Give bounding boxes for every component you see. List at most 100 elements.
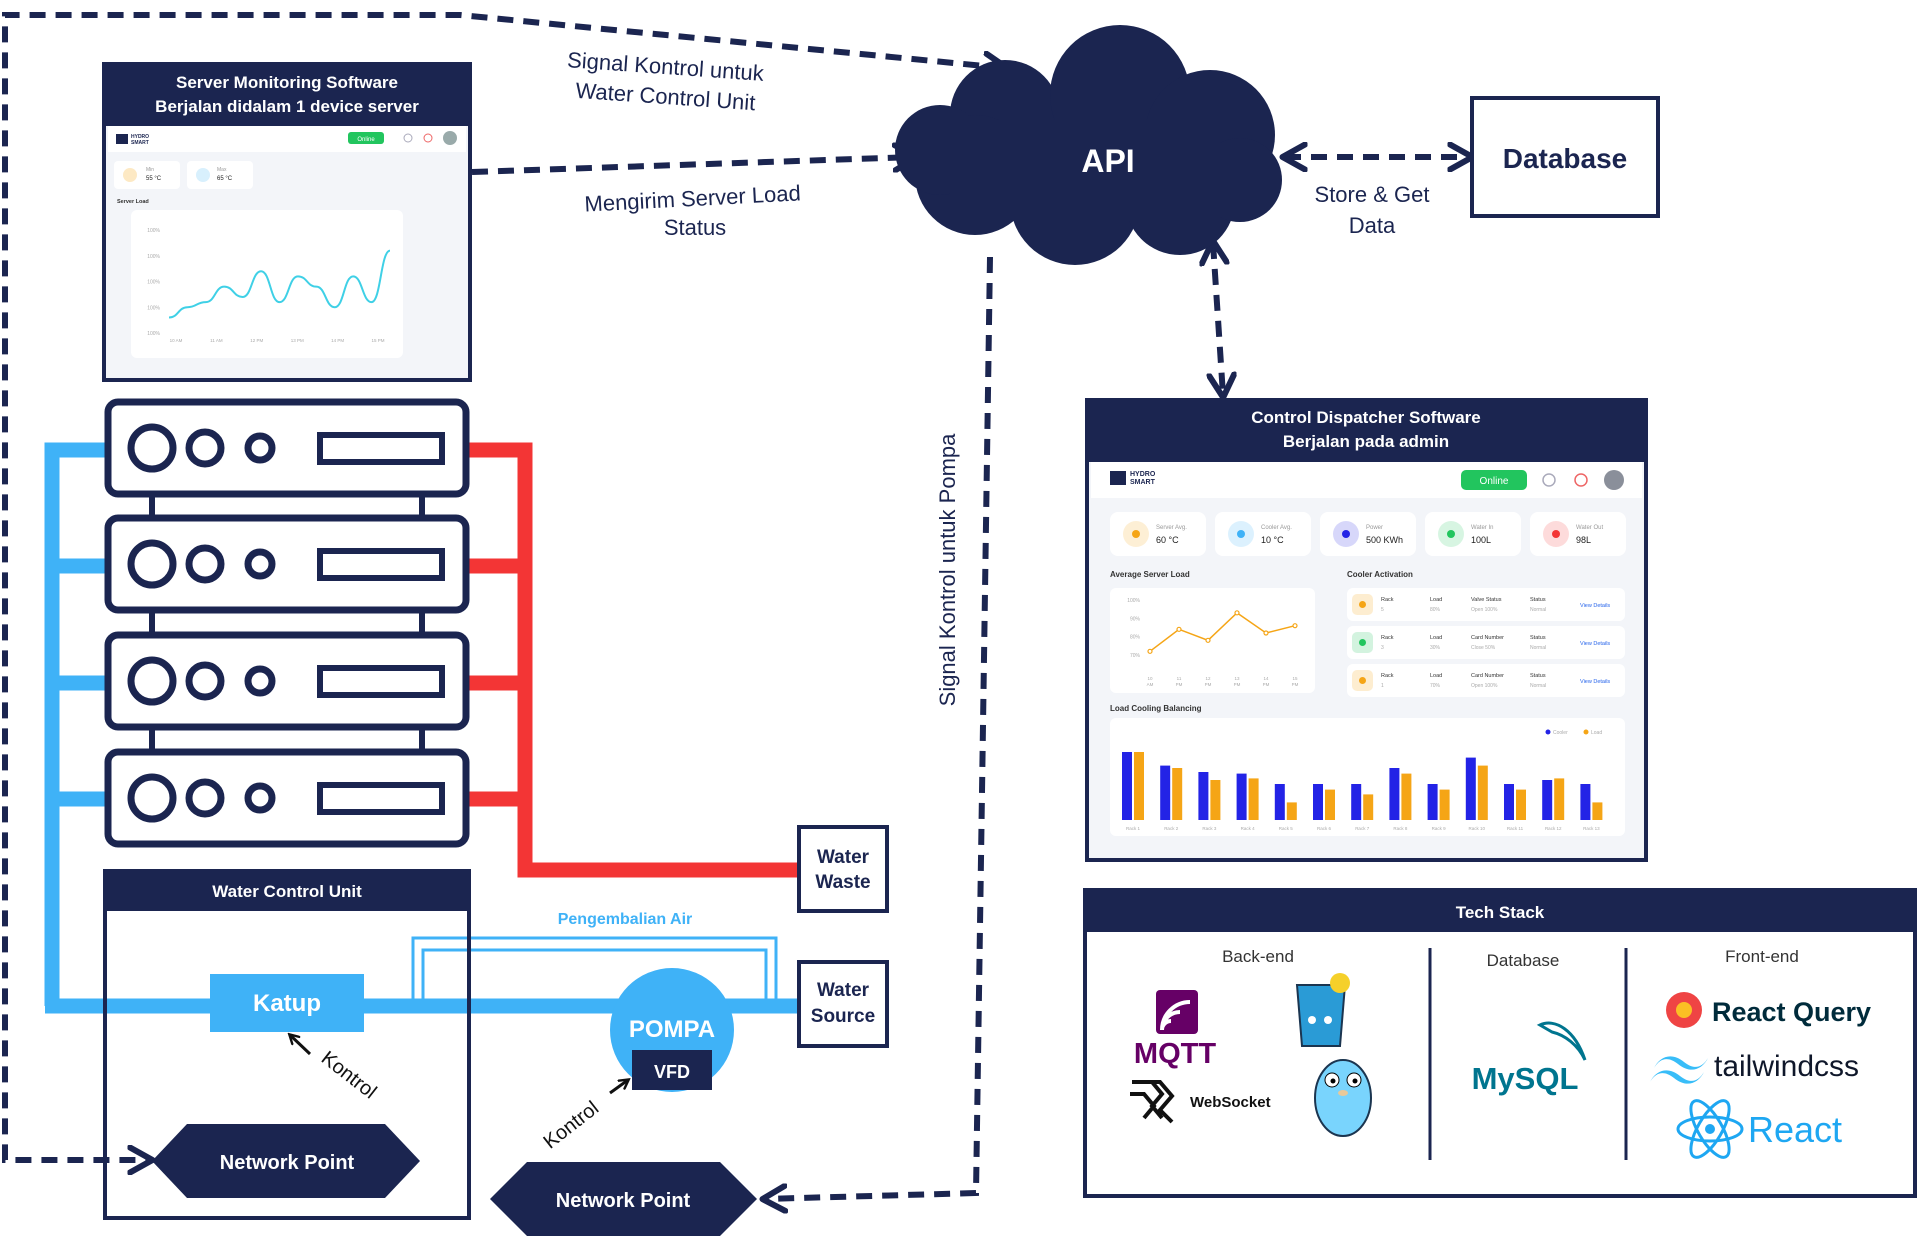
bar-load <box>1554 778 1565 820</box>
svg-text:Status: Status <box>1530 597 1546 603</box>
control-dispatcher-panel: Control Dispatcher Software Berjalan pad… <box>1085 398 1648 862</box>
mysql-logo: MySQL <box>1472 1021 1587 1096</box>
svg-text:MQTT: MQTT <box>1134 1038 1216 1070</box>
x-tick-label: 13 PM <box>291 338 304 343</box>
bar-cooler <box>1504 784 1514 820</box>
svg-text:Online: Online <box>357 137 375 143</box>
bar-load <box>1401 773 1412 820</box>
svg-text:Normal: Normal <box>1530 645 1546 651</box>
hydrosmart-logo: HYDRO SMART <box>116 134 149 146</box>
notification-icon[interactable] <box>423 133 433 143</box>
svg-text:Server Avg.: Server Avg. <box>1156 525 1187 531</box>
svg-text:SMART: SMART <box>131 140 149 146</box>
water-return-label: Pengembalian Air <box>558 911 693 928</box>
svg-text:Close 50%: Close 50% <box>1471 645 1496 651</box>
online-badge <box>348 132 384 144</box>
data-point <box>1205 637 1211 643</box>
svg-text:POMPA: POMPA <box>629 1016 715 1043</box>
svg-text:Berjalan pada admin: Berjalan pada admin <box>1283 432 1449 451</box>
y-tick-label: 100% <box>147 228 160 234</box>
bar-load <box>1286 802 1297 820</box>
bar-cooler <box>1236 773 1247 820</box>
average-load-chart <box>1110 588 1315 693</box>
bar-cooler <box>1542 780 1553 820</box>
settings-icon[interactable] <box>403 133 413 143</box>
y-tick-label: 100% <box>147 331 160 337</box>
frontend-heading: Front-end <box>1725 947 1799 966</box>
api-cloud <box>895 25 1282 265</box>
svg-text:Water: Water <box>817 980 870 1001</box>
arrow-label-store-get: Store & Get Data <box>1315 182 1430 238</box>
network-point-pompa: Network Point <box>490 1162 757 1236</box>
dispatcher-stat-cards: Server Avg. 60 °C Cooler Avg. 10 °C Power500… <box>1110 512 1626 556</box>
svg-text:MySQL: MySQL <box>1472 1061 1579 1096</box>
svg-text:Card Number: Card Number <box>1471 673 1504 679</box>
x-tick-label: Rack 6 <box>1317 826 1332 831</box>
data-point <box>1176 626 1182 632</box>
data-point <box>1263 630 1269 636</box>
svg-text:Normal: Normal <box>1530 683 1546 689</box>
svg-text:10 °C: 10 °C <box>1261 535 1284 545</box>
avatar[interactable] <box>443 131 457 145</box>
svg-text:Power: Power <box>1366 525 1383 531</box>
x-tick-label: 10 AM <box>170 338 183 343</box>
x-tick-label: Rack 5 <box>1279 826 1294 831</box>
avatar[interactable] <box>1604 470 1624 490</box>
svg-text:Waste: Waste <box>815 872 870 893</box>
hydrosmart-logo: HYDRO SMART <box>1110 471 1156 486</box>
x-tick-label: 15 PM <box>371 338 384 343</box>
svg-text:HYDRO: HYDRO <box>1130 471 1156 478</box>
svg-text:Cooler Avg.: Cooler Avg. <box>1261 525 1292 531</box>
svg-text:Status: Status <box>1530 673 1546 679</box>
stat-card-max: Max 65 °C <box>187 161 253 189</box>
svg-text:Load: Load <box>1430 635 1442 641</box>
svg-text:Average Server Load: Average Server Load <box>1110 570 1190 579</box>
data-point <box>1234 610 1240 616</box>
svg-text:Mengirim Server Load: Mengirim Server Load <box>584 180 801 216</box>
view-details-link[interactable]: View Details <box>1580 679 1610 685</box>
stat-card-min: Min 55 °C <box>114 161 180 189</box>
arrow-label-server-load: Mengirim Server Load Status <box>584 180 801 240</box>
bar-load <box>1248 778 1259 820</box>
server-unit <box>104 748 470 848</box>
arrow-server-to-api <box>471 157 915 175</box>
svg-text:Network Point: Network Point <box>556 1190 691 1212</box>
view-details-link[interactable]: View Details <box>1580 641 1610 647</box>
svg-text:Water Out: Water Out <box>1576 525 1603 531</box>
data-point <box>1292 623 1298 629</box>
svg-text:3: 3 <box>1381 645 1384 651</box>
svg-text:Store & Get: Store & Get <box>1315 182 1430 207</box>
x-tick-label: Rack 9 <box>1432 826 1447 831</box>
server-monitoring-panel: Server Monitoring Software Berjalan dida… <box>102 62 472 382</box>
server-load-chart <box>131 210 403 358</box>
svg-text:SMART: SMART <box>1130 479 1156 486</box>
x-tick-label: 14 PM <box>331 338 344 343</box>
view-details-link[interactable]: View Details <box>1580 603 1610 609</box>
svg-text:Max: Max <box>217 167 227 173</box>
backend-heading: Back-end <box>1222 947 1294 966</box>
kontrol-label-katup: Kontrol <box>317 1047 380 1103</box>
kontrol-arrow-vfd <box>609 1080 628 1095</box>
svg-text:Tech Stack: Tech Stack <box>1456 903 1545 922</box>
svg-text:60 °C: 60 °C <box>1156 535 1179 545</box>
notification-icon[interactable] <box>1574 473 1588 487</box>
x-tick-label: Rack 1 <box>1126 826 1141 831</box>
svg-text:70%: 70% <box>1430 683 1441 689</box>
x-tick-label: Rack 3 <box>1202 826 1217 831</box>
x-tick-label: Rack 4 <box>1241 826 1256 831</box>
y-tick-label: 70% <box>1130 653 1141 659</box>
settings-icon[interactable] <box>1542 473 1556 487</box>
katup-valve: Katup <box>210 974 364 1032</box>
svg-text:Online: Online <box>1480 476 1509 487</box>
tailwindcss-logo: tailwindcss <box>1650 1050 1859 1084</box>
server-unit <box>104 514 470 614</box>
legend-label: Load <box>1591 730 1602 736</box>
bar-cooler <box>1389 768 1400 820</box>
x-tick-label: Rack 12 <box>1545 826 1562 831</box>
